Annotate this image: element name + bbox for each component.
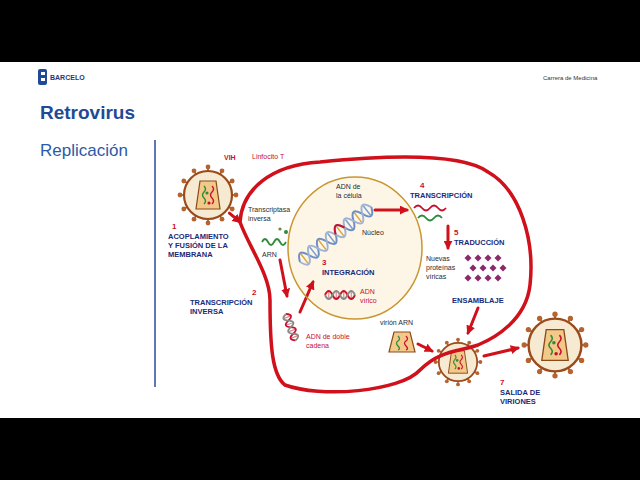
viral-proteins <box>495 255 502 262</box>
nucleus-outline-shape <box>288 177 422 319</box>
step-label: SALIDA DE VIRIONES <box>500 388 552 406</box>
step-label: INTEGRACIÓN <box>322 268 375 277</box>
cell-name: Linfocito T <box>252 152 284 161</box>
rna-capsid <box>397 336 400 350</box>
viral-proteins <box>485 255 492 262</box>
viral-proteins <box>465 255 472 262</box>
step-arrow <box>375 209 407 212</box>
viral-dna <box>325 291 355 299</box>
viral-proteins <box>495 275 502 282</box>
nucleus-name: Núcleo <box>362 228 384 237</box>
logo-mark <box>38 69 47 85</box>
step-arrow <box>447 226 450 248</box>
nucleus-fill <box>288 177 422 319</box>
viral-rna <box>262 227 288 245</box>
step-label: TRADUCCIÓN <box>454 238 504 247</box>
virus-name: VIH <box>224 153 236 162</box>
callout-number: 5 <box>454 228 458 237</box>
viral-proteins <box>475 255 482 262</box>
callout-number: 7 <box>500 378 504 387</box>
part-label: ADN vírico <box>360 287 382 305</box>
rna-capsid <box>389 332 415 352</box>
rna-capsid <box>405 336 408 350</box>
virus-particle-shape <box>178 165 239 226</box>
double-strand-dna <box>282 313 299 342</box>
step-arrow <box>418 344 432 351</box>
logo-mark <box>41 78 45 81</box>
header-text: Carrera de Medicina <box>543 74 597 83</box>
viral-proteins <box>490 265 497 272</box>
step-label: ENSAMBLAJE <box>452 296 504 305</box>
viral-proteins <box>465 275 472 282</box>
cell-outline: Linfocito T Núcleo <box>215 150 540 400</box>
slide-title: Retrovirus <box>40 101 135 124</box>
viral-dna <box>325 291 355 299</box>
step-label: TRANSCRIPCIÓN <box>410 191 473 200</box>
viral-rna <box>284 230 288 234</box>
viral-proteins <box>480 265 487 272</box>
logo-text: BARCELO <box>50 73 85 82</box>
step-label: ACOPLAMIENTO Y FUSIÓN DE LA MEMBRANA <box>168 232 232 259</box>
cell-dna-helix <box>331 222 344 234</box>
callout-number: 3 <box>322 258 326 267</box>
step-arrow <box>484 348 518 356</box>
step-label: TRANSCRIPCIÓN INVERSA <box>190 298 264 316</box>
viral-dna <box>325 291 355 299</box>
viral-proteins <box>500 265 507 272</box>
part-label: ARN <box>262 250 277 259</box>
top-bar <box>0 0 640 62</box>
rna-capsid <box>389 332 415 352</box>
step-arrow <box>280 210 518 356</box>
callout-number: 4 <box>420 181 424 190</box>
virus-particle: VIH <box>178 165 238 225</box>
viral-proteins <box>465 255 507 282</box>
double-strand-dna <box>282 313 299 342</box>
cell-outline-shape <box>240 157 531 392</box>
messenger-rna <box>414 206 446 211</box>
viral-rna <box>278 227 281 230</box>
virus-particle-shape <box>178 165 238 225</box>
logo-mark <box>41 72 45 75</box>
subtitle: Replicación <box>40 141 128 161</box>
part-label: ADN de la célula <box>336 182 366 200</box>
viral-rna <box>262 239 286 245</box>
messenger-rna <box>418 216 442 221</box>
released-virion <box>522 312 589 379</box>
callout-number: 1 <box>172 222 176 231</box>
cell-outline-shape <box>215 150 540 400</box>
part-label: ADN de doble cadena <box>306 332 352 350</box>
step-arrow <box>468 308 478 333</box>
part-label: virión ARN <box>380 318 413 327</box>
viral-proteins <box>475 275 482 282</box>
logo-mark <box>38 69 47 85</box>
part-label: Nuevas proteínas víricas <box>426 254 460 281</box>
messenger-rna <box>414 206 446 221</box>
callout-number: 2 <box>252 288 256 297</box>
viral-proteins <box>485 275 492 282</box>
step-arrow <box>280 260 287 296</box>
part-label: Transcriptasa inversa <box>248 205 294 223</box>
viral-proteins <box>470 265 477 272</box>
double-strand-dna <box>282 313 299 342</box>
divider-line <box>154 140 156 387</box>
bottom-bar <box>0 418 640 480</box>
